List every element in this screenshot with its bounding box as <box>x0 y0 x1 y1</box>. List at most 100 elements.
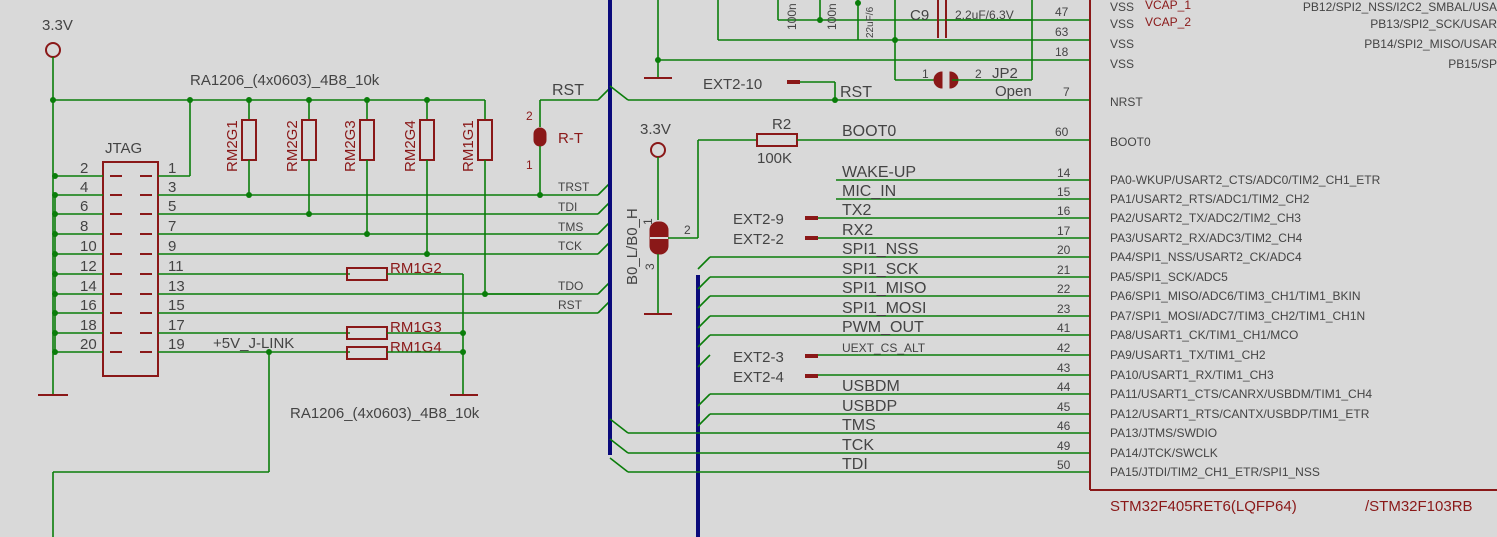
boot0-net-label: BOOT0 <box>842 123 896 140</box>
mcu-pin-number: 23 <box>1057 302 1071 316</box>
jp2-name: JP2 <box>992 65 1018 82</box>
mcu-pin-function: PA15/JTDI/TIM2_CH1_ETR/SPI1_NSS <box>1110 465 1320 479</box>
mcu-pin-number: 50 <box>1057 458 1071 472</box>
jtag-pin-label-even: 4 <box>80 179 88 196</box>
mcu-pin-number: 46 <box>1057 419 1071 433</box>
jtag-pin-label-even: 2 <box>80 160 88 177</box>
mcu-pin-function: PA14/JTCK/SWCLK <box>1110 446 1218 460</box>
jp2-pin2: 2 <box>975 67 982 81</box>
jtag-pin-label-odd: 1 <box>168 160 176 177</box>
resistor-vertical <box>301 119 317 161</box>
supply-3v3-symbol-2 <box>650 142 666 158</box>
rt-pin2: 2 <box>526 109 533 123</box>
jp2-jumper-left <box>933 71 943 89</box>
resistor-vertical <box>419 119 435 161</box>
mcu-pin-function: PA8/USART1_CK/TIM1_CH1/MCO <box>1110 328 1298 342</box>
jlink-label: +5V_J-LINK <box>213 335 294 352</box>
jtag-pin-label-even: 12 <box>80 258 97 275</box>
resistor-rm1g4 <box>346 346 388 360</box>
mcu-top-right-func: PB13/SPI2_SCK/USAR <box>1370 17 1497 31</box>
boot0-func: BOOT0 <box>1110 135 1151 149</box>
jtag-pin-label-odd: 5 <box>168 198 176 215</box>
jtag-pin-label-even: 8 <box>80 218 88 235</box>
mcu-pin-number: 43 <box>1057 361 1071 375</box>
mcu-pin-function: PA6/SPI1_MISO/ADC6/TIM3_CH1/TIM1_BKIN <box>1110 289 1361 303</box>
resistor-vertical-label: RM1G1 <box>460 120 477 172</box>
mcu-net-label: PWM_OUT <box>842 319 924 336</box>
mcu-pin-number: 45 <box>1057 400 1071 414</box>
mcu-pin-number: 49 <box>1057 439 1071 453</box>
jtag-connector-body <box>102 161 159 377</box>
mcu-top-right-func: PB14/SPI2_MISO/USAR <box>1364 37 1497 51</box>
jtag-pin-label-even: 14 <box>80 278 97 295</box>
jtag-pin-label-even: 10 <box>80 238 97 255</box>
ext2-2-label: EXT2-2 <box>733 231 784 248</box>
jp2-pin1: 1 <box>922 67 929 81</box>
cap-100n-1: 100n <box>785 3 799 30</box>
mcu-net-label: SPI1_NSS <box>842 241 918 258</box>
mcu-net-label: TCK <box>842 437 874 454</box>
mcu-net-label: SPI1_MISO <box>842 280 926 297</box>
jtag-pin-label-odd: 7 <box>168 218 176 235</box>
resistor-vertical <box>359 119 375 161</box>
bus-entry <box>697 295 711 309</box>
mcu-net-label: TDI <box>842 456 868 473</box>
mcu-net-label: TMS <box>842 417 876 434</box>
mcu-pin-function: PA10/USART1_RX/TIM1_CH3 <box>1110 368 1274 382</box>
mcu-net-label: SPI1_SCK <box>842 261 919 278</box>
nrst-net-label: RST <box>840 84 872 101</box>
rn-top-label: RA1206_(4x0603)_4B8_10k <box>190 72 380 89</box>
jtag-pin-label-even: 16 <box>80 297 97 314</box>
mcu-pin-number: 44 <box>1057 380 1071 394</box>
mcu-top-pin-func: VSS <box>1110 37 1134 51</box>
mcu-pin-number: 41 <box>1057 321 1071 335</box>
boot-selector-pin3: 3 <box>643 263 657 270</box>
jtag-pin-label-odd: 13 <box>168 278 185 295</box>
mcu-net-label: RX2 <box>842 222 873 239</box>
resistor-vertical-label: RM2G4 <box>402 120 419 172</box>
cap-22uf: 22uF/6 <box>865 6 876 38</box>
bus-entry <box>609 438 629 454</box>
mcu-net-label: MIC_IN <box>842 183 896 200</box>
supply-3v3-label-2: 3.3V <box>640 121 671 138</box>
jtag-pin-label-even: 18 <box>80 317 97 334</box>
bus-entry-tck: TCK <box>558 239 582 253</box>
resistor-vertical-label: RM2G3 <box>342 120 359 172</box>
ext2-9-label: EXT2-9 <box>733 211 784 228</box>
mcu-pin-function: PA11/USART1_CTS/CANRX/USBDM/TIM1_CH4 <box>1110 387 1372 401</box>
rst-net-label: RST <box>552 82 584 99</box>
mcu-pin-number: 17 <box>1057 224 1071 238</box>
mcu-net-label: TX2 <box>842 202 871 219</box>
mcu-top-pin-number: 18 <box>1055 45 1069 59</box>
mcu-top-pin-vcap: VCAP_1 <box>1145 0 1191 12</box>
mcu-pin-function: PA0-WKUP/USART2_CTS/ADC0/TIM2_CH1_ETR <box>1110 173 1381 187</box>
cap-c9-value: 2.2uF/6.3V <box>955 8 1014 22</box>
mcu-net-label: USBDP <box>842 398 897 415</box>
mcu-pin-number: 16 <box>1057 204 1071 218</box>
jtag-pin-label-odd: 17 <box>168 317 185 334</box>
mcu-top-right-func: PB12/SPI2_NSS/I2C2_SMBAL/USA <box>1303 0 1497 14</box>
jtag-pin-label-odd: 3 <box>168 179 176 196</box>
nrst-func: NRST <box>1110 95 1143 109</box>
bus-entry <box>697 354 711 368</box>
rt-label: R-T <box>558 130 583 147</box>
mcu-top-pin-vcap: VCAP_2 <box>1145 15 1191 29</box>
cap-c9-name: C9 <box>910 7 929 24</box>
boot-selector-pin2: 2 <box>684 223 691 237</box>
mcu-pin-number: 20 <box>1057 243 1071 257</box>
mcu-pin-function: PA3/USART2_RX/ADC3/TIM2_CH4 <box>1110 231 1303 245</box>
bus-entry <box>609 418 629 434</box>
mcu-top-pin-number: 63 <box>1055 25 1069 39</box>
resistor-rm1g4-label: RM1G4 <box>390 339 442 356</box>
mcu-pin-function: PA2/USART2_TX/ADC2/TIM2_CH3 <box>1110 211 1301 225</box>
ext2-4-label: EXT2-4 <box>733 369 784 386</box>
mcu-top-pin-func: VSS <box>1110 57 1134 71</box>
jtag-title: JTAG <box>105 140 142 157</box>
boot-selector-label: B0_L/B0_H <box>624 208 641 285</box>
bus-entry-tdo: TDO <box>558 279 583 293</box>
mcu-pin-number: 15 <box>1057 185 1071 199</box>
mcu-pin-function: PA12/USART1_RTS/CANTX/USBDP/TIM1_ETR <box>1110 407 1370 421</box>
jtag-pin-label-odd: 15 <box>168 297 185 314</box>
boot-selector-pin1: 1 <box>641 218 655 225</box>
resistor-rm1g3 <box>346 326 388 340</box>
